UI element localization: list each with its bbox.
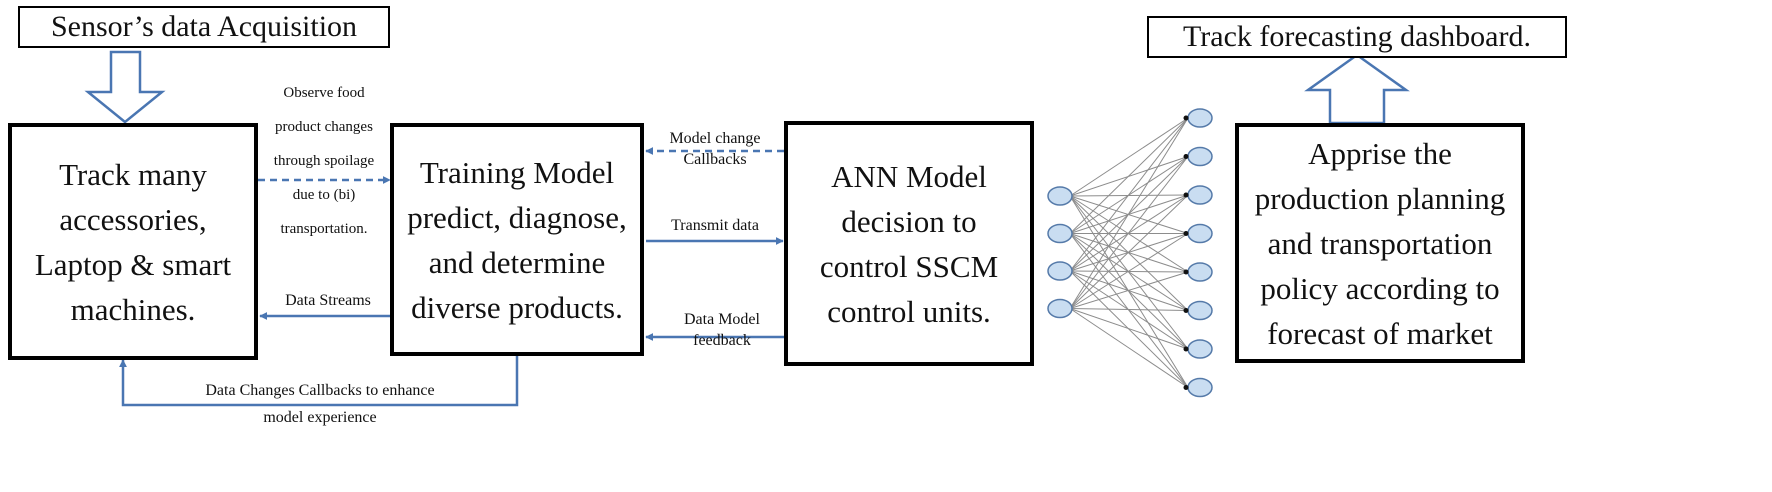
output-layer-node [1187,339,1213,359]
network-edge-arrowhead [1183,269,1189,275]
network-edge [1069,117,1189,309]
neural-network-graphic [1047,108,1213,398]
output-layer-node [1187,377,1213,398]
model-change-label-line: Callbacks [683,151,747,168]
network-edge-arrowhead [1183,115,1189,121]
sensor-acquisition-label: Sensor’s data Acquisition [18,6,390,48]
output-layer-node [1187,146,1213,167]
network-edge-arrowhead [1183,231,1189,236]
network-edge [1069,117,1189,272]
track-box-line: Laptop & smart [34,246,232,282]
callbacks-label-line: Data Changes Callbacks to enhance [205,382,435,399]
output-hollow-arrow [1304,53,1410,125]
network-edge [1069,233,1189,309]
callbacks-label: Data Changes Callbacks to enhance model … [170,380,470,428]
feedback-label-line: Data Model [684,311,760,328]
training-box-line: diverse products. [411,289,623,325]
input-layer-node [1047,298,1073,319]
network-edge-arrowhead [1183,308,1189,313]
input-layer-node [1047,223,1073,244]
observe-label-line: product changes [275,119,373,135]
model-change-label: Model change Callbacks [650,128,780,170]
track-devices-box: Track many accessories, Laptop & smart m… [8,123,258,360]
network-edge [1069,308,1189,311]
track-box-line: machines. [70,291,196,327]
training-model-box: Training Model predict, diagnose, and de… [390,123,644,356]
network-edge [1069,271,1189,309]
observe-label-line: Observe food [283,85,365,101]
network-edge [1069,308,1189,388]
output-layer-node [1187,262,1213,282]
transmit-label: Transmit data [671,217,759,234]
output-layer-node [1187,300,1213,321]
feedback-label: Data Model feedback [662,309,782,351]
network-edge-arrowhead [1183,346,1189,352]
input-layer-node [1047,186,1073,206]
ann-box-line: ANN Model [831,158,987,194]
ann-model-box: ANN Model decision to control SSCM contr… [784,121,1034,366]
data-streams-label: Data Streams [285,292,371,309]
ann-box-line: control units. [827,293,991,329]
apprise-box-line: production planning [1254,180,1506,216]
sensor-acquisition-text: Sensor’s data Acquisition [50,10,358,43]
apprise-box: Apprise the production planning and tran… [1235,123,1525,363]
feedback-label-line: feedback [693,332,751,349]
observe-label-line: transportation. [280,221,368,237]
network-edge [1069,308,1189,350]
network-edge [1069,156,1189,309]
training-box-line: Training Model [419,154,615,190]
input-layer-node [1047,261,1073,281]
ann-box-line: decision to [841,203,977,239]
network-edge [1069,117,1189,234]
network-edge [1069,117,1189,197]
dashboard-text: Track forecasting dashboard. [1183,20,1531,53]
track-box-line: accessories, [59,201,207,237]
observe-label-line: due to (bi) [292,187,356,203]
apprise-box-line: policy according to [1260,270,1500,306]
observe-label: Observe food product changes through spo… [262,76,386,246]
network-edge [1069,194,1189,309]
callbacks-arrow [119,356,519,407]
input-hollow-arrow [84,50,166,124]
training-box-line: predict, diagnose, [407,199,627,235]
observe-label-line: through spoilage [273,153,375,169]
dashboard-label: Track forecasting dashboard. [1147,16,1567,58]
track-box-line: Track many [59,156,207,192]
network-edge-arrowhead [1183,192,1189,198]
model-change-label-line: Model change [669,130,761,147]
apprise-box-line: and transportation [1267,225,1493,261]
apprise-box-line: Apprise the [1308,135,1452,171]
output-layer-node [1187,185,1213,205]
callbacks-label-line: model experience [263,409,377,426]
network-edge-arrowhead [1183,154,1189,159]
network-edge-arrowhead [1183,385,1189,390]
training-box-line: and determine [428,244,606,280]
ann-box-line: control SSCM [819,248,999,284]
apprise-box-line: forecast of market [1267,315,1493,351]
output-layer-node [1187,223,1213,244]
output-layer-node [1187,108,1213,128]
